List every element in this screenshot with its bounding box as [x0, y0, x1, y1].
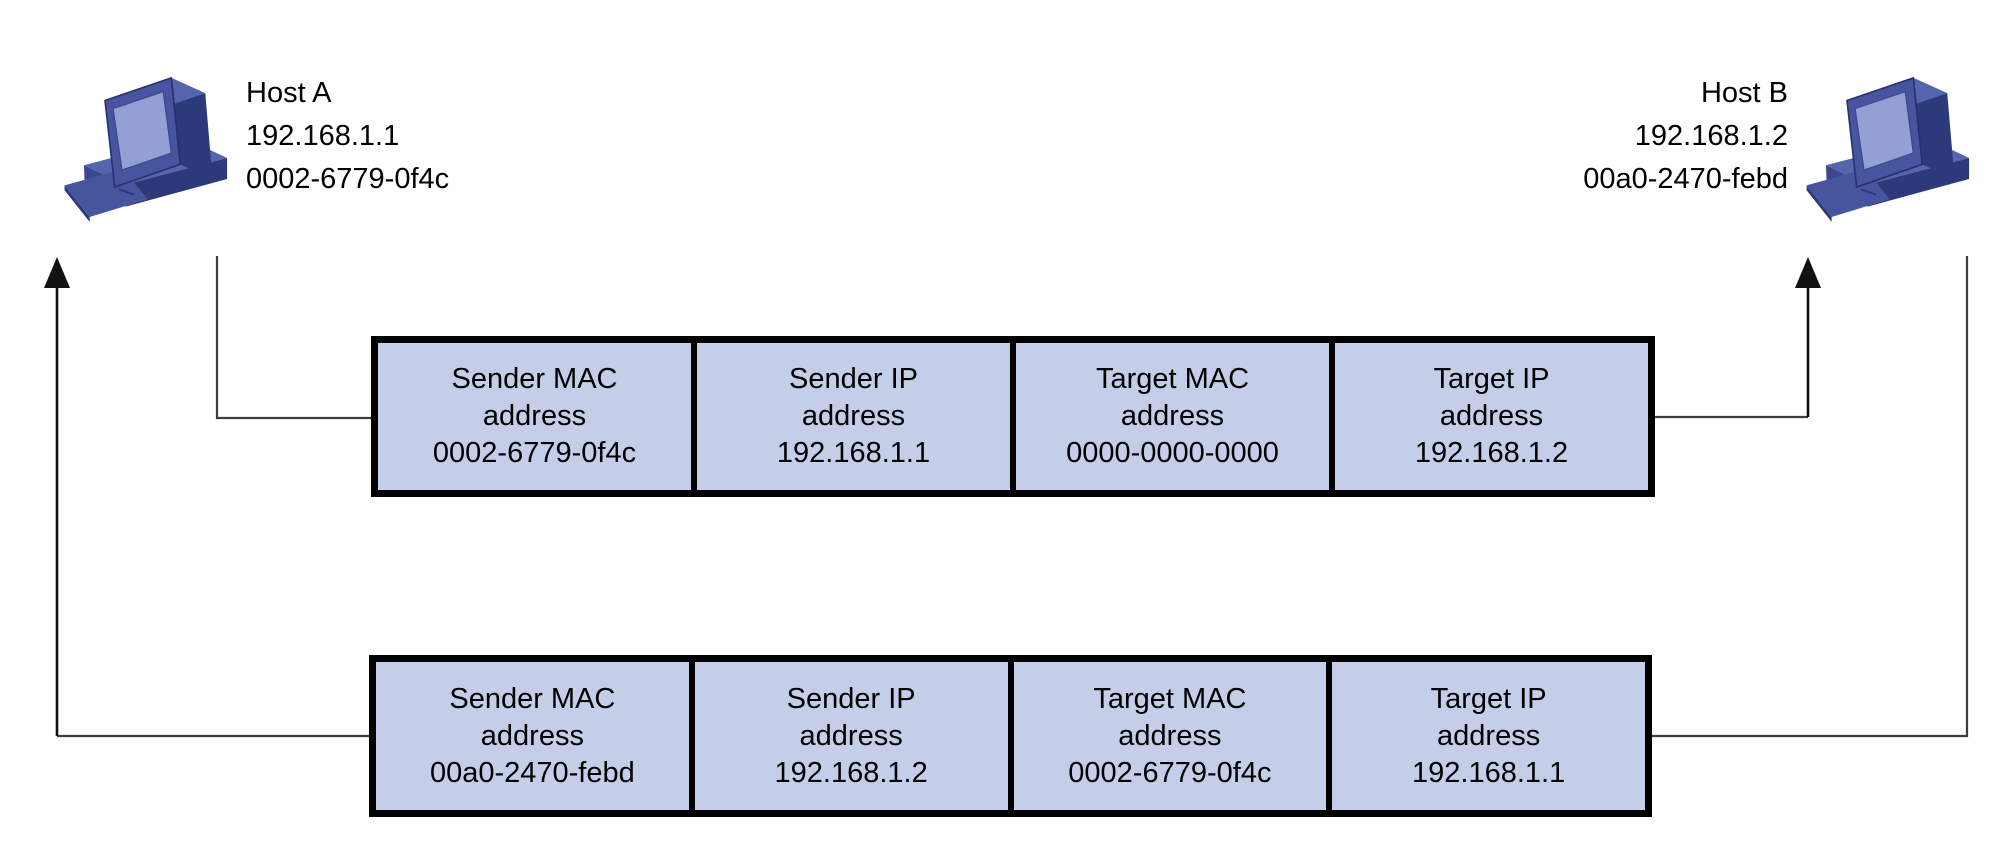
field-value: 192.168.1.2	[774, 756, 928, 789]
arrow-up-to-host-a-icon	[44, 257, 70, 288]
arp-request-cell-sender-mac: Sender MAC address 0002-6779-0f4c	[378, 343, 691, 490]
field-value: 0002-6779-0f4c	[432, 437, 637, 469]
host-a-mac: 0002-6779-0f4c	[246, 163, 450, 195]
field-label: Sender IP	[789, 363, 918, 395]
host-b-mac: 00a0-2470-febd	[1583, 163, 1788, 195]
host-b-name: Host B	[1700, 77, 1788, 109]
arp-reply-cell-sender-ip: Sender IP address 192.168.1.2	[688, 662, 1008, 810]
field-label: address	[1118, 719, 1222, 752]
field-value: 192.168.1.1	[1412, 756, 1566, 789]
arrow-up-to-host-b-icon	[1795, 257, 1821, 288]
arp-request-cell-target-mac: Target MAC address 0000-0000-0000	[1010, 343, 1329, 490]
field-label: Target MAC	[1093, 682, 1247, 715]
wire-host-a-to-request	[215, 256, 371, 420]
field-label: Target IP	[1430, 682, 1547, 715]
host-a-computer-icon	[63, 76, 229, 223]
field-label: address	[799, 719, 903, 752]
field-label: Target MAC	[1095, 363, 1250, 395]
field-label: address	[480, 719, 584, 752]
field-label: address	[482, 400, 587, 432]
wire-host-b-to-reply	[1652, 256, 1969, 738]
host-b-ip: 192.168.1.2	[1634, 120, 1788, 152]
field-value: 0000-0000-0000	[1066, 437, 1279, 469]
field-value: 192.168.1.2	[1414, 437, 1569, 469]
arp-reply-cell-target-ip: Target IP address 192.168.1.1	[1326, 662, 1645, 810]
arp-request-cell-sender-ip: Sender IP address 192.168.1.1	[691, 343, 1010, 490]
field-label: Sender IP	[786, 682, 916, 715]
field-label: address	[1439, 400, 1544, 432]
field-label: Target IP	[1433, 363, 1550, 395]
field-label: Sender MAC	[449, 682, 616, 715]
field-value: 0002-6779-0f4c	[1068, 756, 1272, 789]
field-value: 00a0-2470-febd	[429, 756, 635, 789]
host-a-name: Host A	[246, 77, 332, 109]
host-a-ip: 192.168.1.1	[246, 120, 400, 152]
arp-reply-cell-sender-mac: Sender MAC address 00a0-2470-febd	[376, 662, 689, 810]
arp-request-table: Sender MAC address 0002-6779-0f4c Sender…	[371, 336, 1655, 497]
field-label: Sender MAC	[451, 363, 618, 395]
host-b-label-block: Host B 192.168.1.2 00a0-2470-febd	[1583, 72, 1788, 201]
host-b-computer-icon	[1805, 76, 1971, 223]
host-a-label-block: Host A 192.168.1.1 0002-6779-0f4c	[246, 72, 449, 201]
field-label: address	[1437, 719, 1541, 752]
arp-reply-cell-target-mac: Target MAC address 0002-6779-0f4c	[1007, 662, 1327, 810]
field-value: 192.168.1.1	[776, 437, 931, 469]
field-label: address	[801, 400, 906, 432]
arp-reply-table: Sender MAC address 00a0-2470-febd Sender…	[369, 655, 1652, 817]
arp-request-cell-target-ip: Target IP address 192.168.1.2	[1329, 343, 1648, 490]
field-label: address	[1120, 400, 1225, 432]
